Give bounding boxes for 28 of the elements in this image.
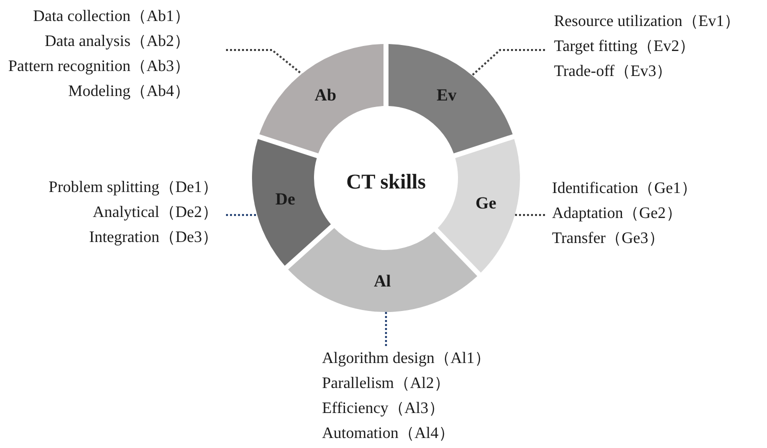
skill-item: Data collection（Ab1） xyxy=(32,7,190,27)
skill-item: Adaptation（Ge2） xyxy=(552,204,683,224)
skill-item: Parallelism（Al2） xyxy=(322,374,451,394)
skill-item: Pattern recognition（Ab3） xyxy=(7,57,190,77)
segment-label: Al xyxy=(374,272,391,290)
segment-label: Ev xyxy=(436,86,456,104)
skill-item: Modeling（Ab4） xyxy=(67,82,190,102)
skill-item: Target fitting（Ev2） xyxy=(554,37,696,57)
skill-item: Analytical（De2） xyxy=(92,203,218,223)
skill-item: Algorithm design（Al1） xyxy=(322,349,492,369)
skill-item: Trade-off（Ev3） xyxy=(554,62,674,82)
segment-label: Ge xyxy=(476,194,496,212)
leader-line xyxy=(385,312,387,346)
skill-item: Resource utilization（Ev1） xyxy=(554,12,742,32)
skill-item: Problem splitting（De1） xyxy=(48,178,218,198)
leader-line xyxy=(514,214,545,216)
skill-item: Integration（De3） xyxy=(88,228,218,248)
segment-label: Ab xyxy=(314,86,336,104)
skill-item: Automation（Al4） xyxy=(322,424,456,444)
center-title: CT skills xyxy=(346,172,426,192)
segment-label: De xyxy=(275,190,296,208)
leader-line xyxy=(226,214,258,216)
leader-line xyxy=(471,49,545,76)
skill-item: Identification（Ge1） xyxy=(552,179,698,199)
skill-item: Efficiency（Al3） xyxy=(322,399,446,419)
skill-item: Data analysis（Ab2） xyxy=(44,32,190,52)
skill-item: Transfer（Ge3） xyxy=(552,229,666,249)
leader-line xyxy=(226,49,302,75)
